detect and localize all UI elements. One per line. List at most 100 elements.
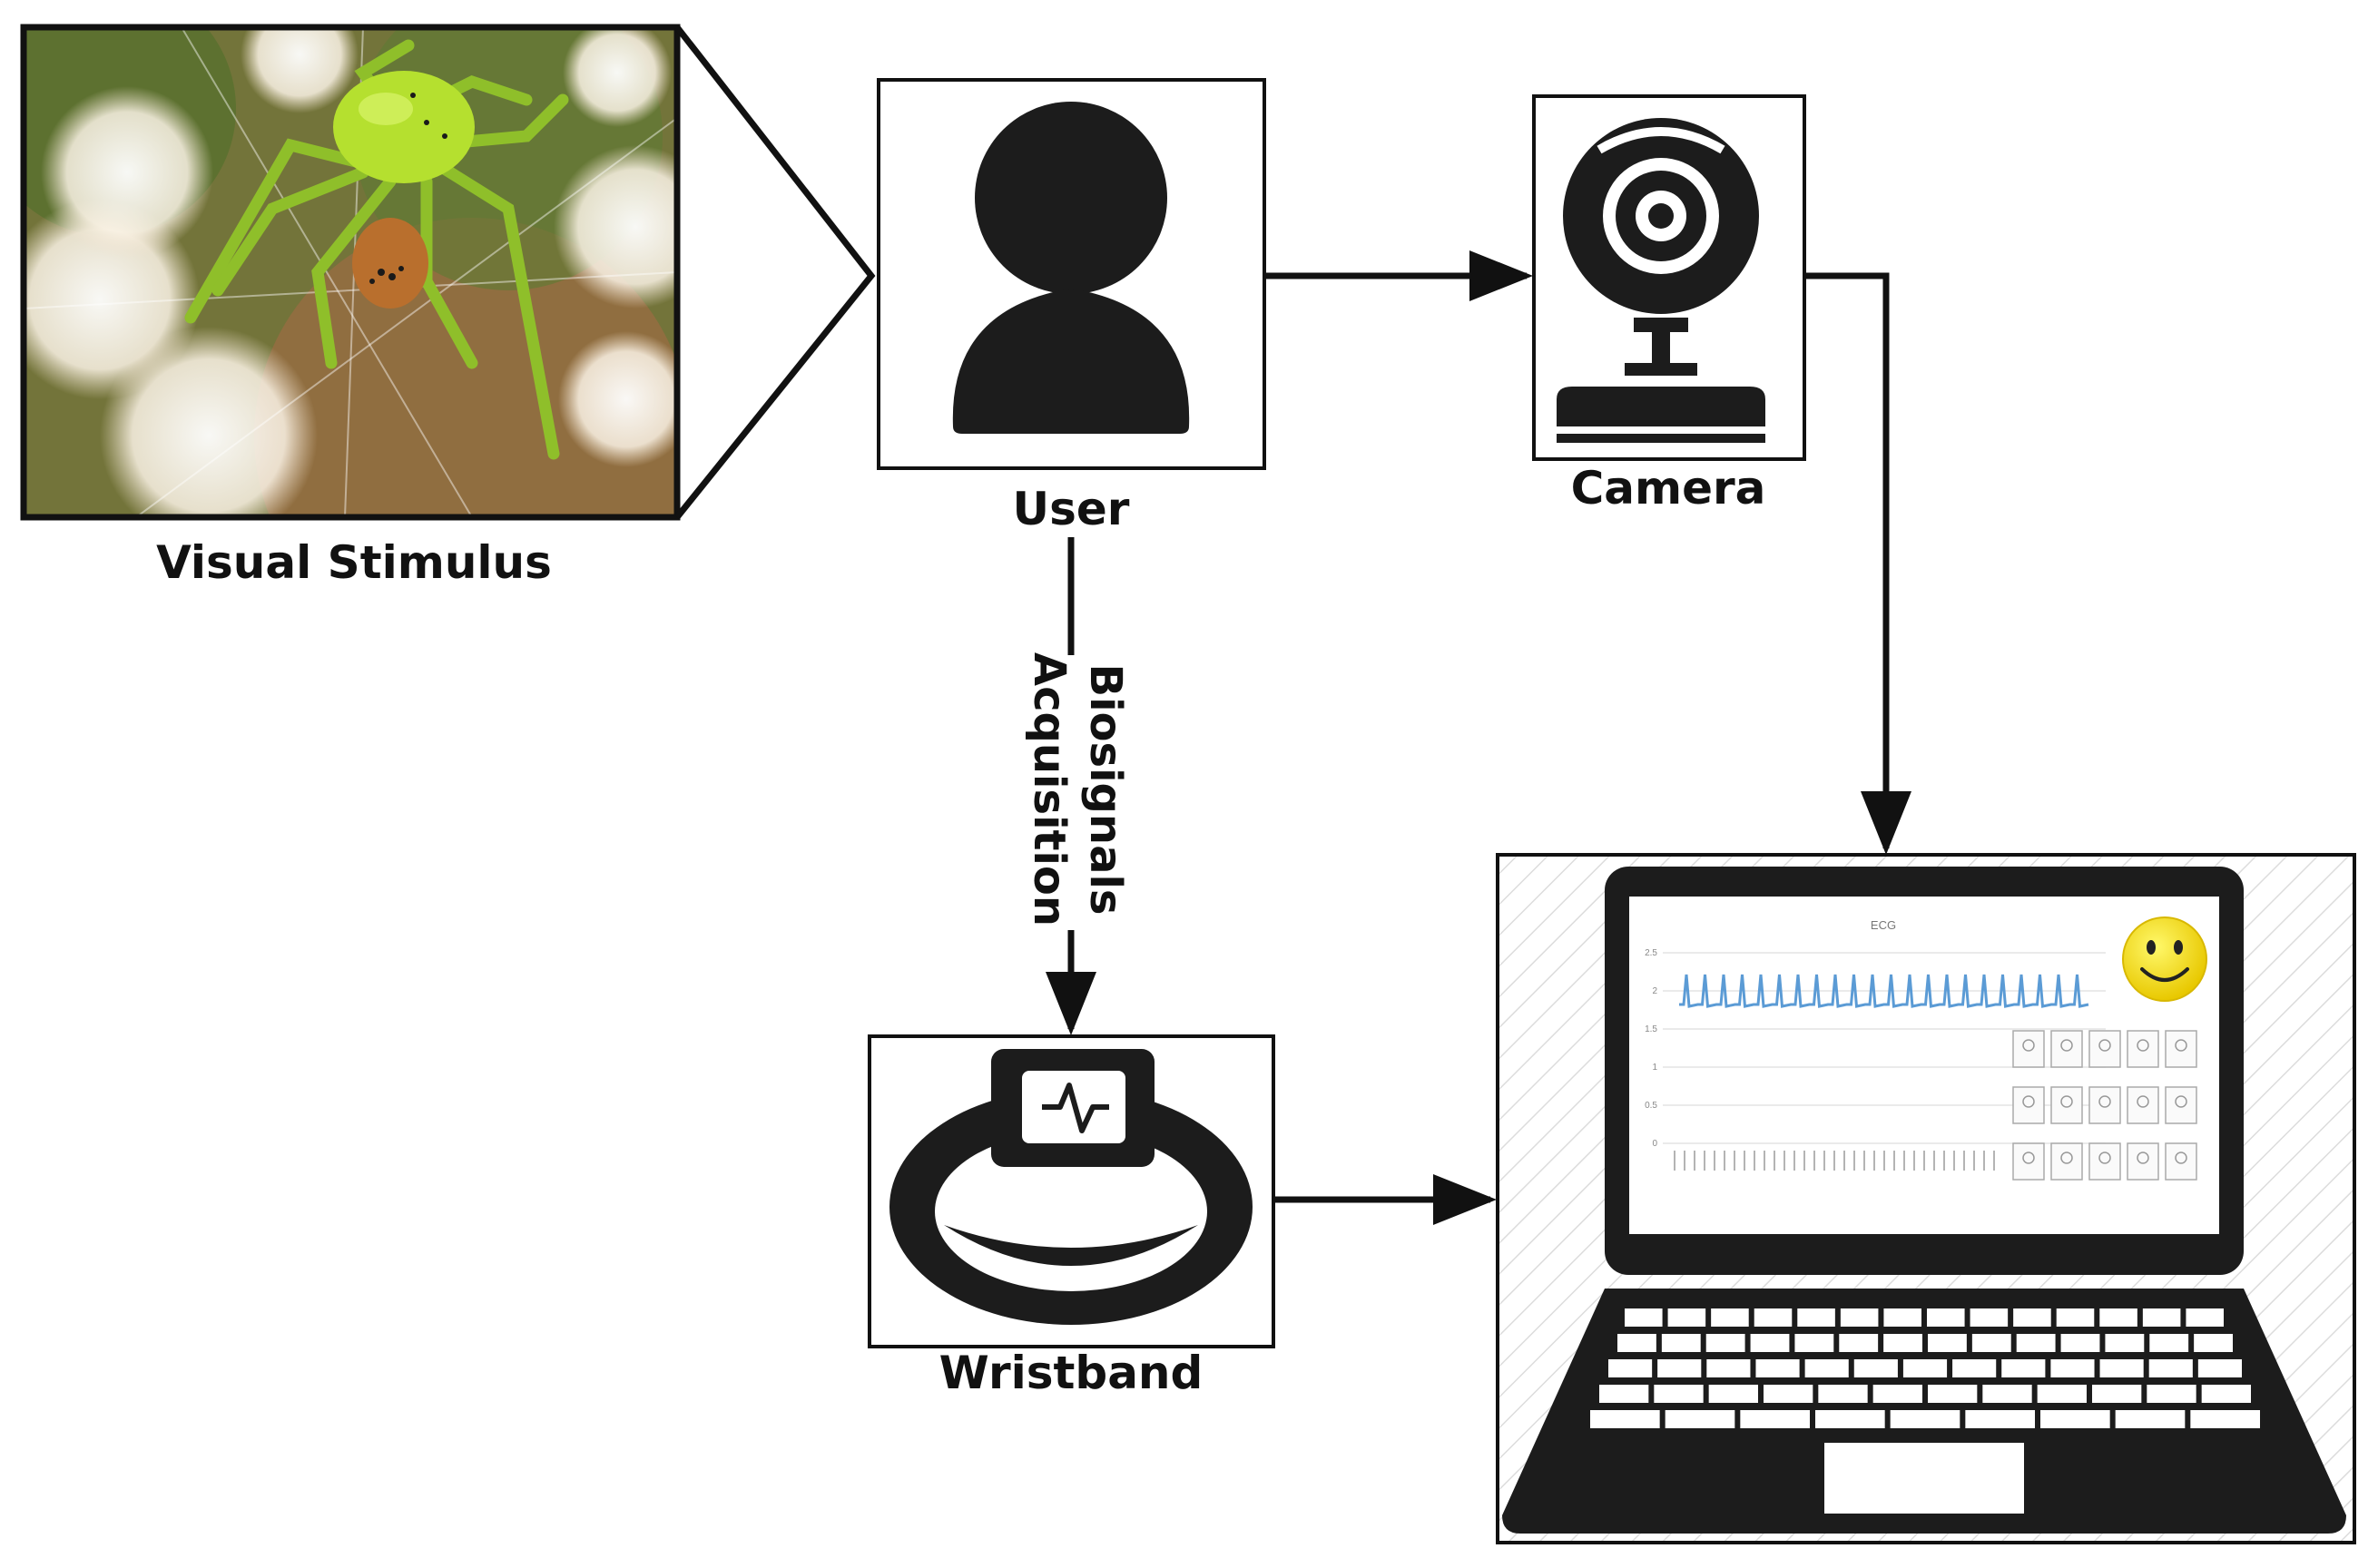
- emotion-figure-icon: [2060, 1152, 2073, 1164]
- emotion-rating-cell: [2050, 1142, 2083, 1181]
- y-tick-label: 0.5: [1645, 1101, 1657, 1111]
- keyboard-key: [1740, 1410, 1810, 1428]
- keyboard-key: [2147, 1385, 2196, 1403]
- emotion-figure-icon: [2098, 1095, 2111, 1108]
- keyboard-key: [2148, 1359, 2193, 1377]
- keyboard-key: [1928, 1334, 1967, 1352]
- emotion-figure-icon: [2022, 1039, 2035, 1052]
- emotion-figure-icon: [2175, 1039, 2187, 1052]
- keyboard-key: [2194, 1334, 2233, 1352]
- wristband-node: Wristband: [868, 1034, 1275, 1399]
- keyboard-key: [1927, 1308, 1965, 1327]
- keyboard-key: [2149, 1334, 2189, 1352]
- keyboard-key: [1902, 1359, 1948, 1377]
- smart-wristband-icon: [889, 1049, 1253, 1325]
- keyboard-key: [2197, 1359, 2242, 1377]
- keyboard-key: [1754, 1308, 1793, 1327]
- biosignals-label-line1: Biosignals: [1080, 664, 1131, 916]
- keyboard-key: [2050, 1359, 2095, 1377]
- visual-stimulus-label: Visual Stimulus: [156, 536, 552, 589]
- camera-to-laptop-arrow: [1804, 272, 1911, 855]
- emotion-figure-icon: [2060, 1039, 2073, 1052]
- emotion-rating-cell: [2088, 1142, 2121, 1181]
- stimulus-image: [24, 27, 677, 517]
- keyboard-key: [2060, 1334, 2100, 1352]
- visual-stimulus-panel: Visual Stimulus: [20, 24, 876, 589]
- keyboard-key: [1764, 1385, 1813, 1403]
- webcam-icon: [1557, 118, 1765, 443]
- keyboard-key: [1608, 1359, 1653, 1377]
- emotion-figure-icon: [2060, 1095, 2073, 1108]
- keyboard-key: [1657, 1359, 1702, 1377]
- keyboard-key: [2016, 1334, 2056, 1352]
- emotion-figure-icon: [2098, 1152, 2111, 1164]
- keyboard-key: [1794, 1334, 1834, 1352]
- keyboard-key: [1654, 1385, 1704, 1403]
- keyboard-key: [2056, 1308, 2095, 1327]
- keyboard-key: [2201, 1385, 2251, 1403]
- user-silhouette-icon: [952, 102, 1190, 434]
- emotion-figure-icon: [2137, 1152, 2149, 1164]
- keyboard-key: [1971, 1334, 2011, 1352]
- keyboard-key: [1617, 1334, 1656, 1352]
- emotion-rating-cell: [2127, 1086, 2159, 1124]
- y-tick-label: 0: [1652, 1139, 1657, 1149]
- keyboard-key: [1708, 1385, 1758, 1403]
- emotion-rating-cell: [2165, 1030, 2197, 1068]
- spider: [184, 39, 569, 460]
- emotion-figure-icon: [2137, 1039, 2149, 1052]
- emotion-rating-cell: [2088, 1086, 2121, 1124]
- emotion-figure-icon: [2175, 1152, 2187, 1164]
- keyboard-key: [1853, 1359, 1898, 1377]
- x-tick-marks: [1674, 1151, 1995, 1171]
- y-tick-label: 1.5: [1645, 1024, 1657, 1034]
- emotion-figure-icon: [2175, 1095, 2187, 1108]
- keyboard-key: [1872, 1385, 1922, 1403]
- keyboard-key: [2115, 1410, 2186, 1428]
- biosignals-acquisition-label: Biosignals Acquisition: [1024, 652, 1131, 926]
- keyboard-key: [2001, 1359, 2046, 1377]
- keyboard-key: [1705, 1334, 1745, 1352]
- keyboard-key: [1883, 1308, 1921, 1327]
- emotion-rating-cell: [2165, 1142, 2197, 1181]
- keyboard-key: [2099, 1359, 2144, 1377]
- keyboard-key: [1661, 1334, 1701, 1352]
- emotion-rating-cell: [2050, 1086, 2083, 1124]
- ecg-trace: [1679, 974, 2089, 1008]
- y-tick-label: 2: [1652, 986, 1657, 996]
- emotion-figure-icon: [2022, 1095, 2035, 1108]
- keyboard-key: [1711, 1308, 1749, 1327]
- keyboard-key: [1815, 1410, 1885, 1428]
- keyboard-key: [1839, 1334, 1879, 1352]
- emotion-rating-cell: [2127, 1142, 2159, 1181]
- keyboard-key: [1982, 1385, 2032, 1403]
- keyboard-key: [2092, 1385, 2142, 1403]
- emotion-rating-cell: [2050, 1030, 2083, 1068]
- biosignals-label-line2: Acquisition: [1024, 652, 1075, 926]
- user-label: User: [1013, 483, 1130, 535]
- keyboard-key: [2105, 1334, 2145, 1352]
- keyboard-key: [1818, 1385, 1868, 1403]
- keyboard-key: [1965, 1410, 2035, 1428]
- keyboard-key: [2037, 1385, 2087, 1403]
- user-node: User: [877, 78, 1266, 535]
- emotion-rating-cell: [2012, 1142, 2045, 1181]
- wristband-label: Wristband: [939, 1347, 1204, 1399]
- connectors: [1046, 250, 1911, 1225]
- keyboard-key: [1797, 1308, 1835, 1327]
- keyboard-key: [1625, 1308, 1663, 1327]
- emotion-figure-icon: [2098, 1039, 2111, 1052]
- emotion-rating-cell: [2012, 1086, 2045, 1124]
- laptop-node: ECG 2.5 2 1.5 1 0.5 0: [1496, 853, 2356, 1544]
- keyboard-key: [1970, 1308, 2009, 1327]
- keyboard-key: [1590, 1410, 1660, 1428]
- ecg-screen: ECG 2.5 2 1.5 1 0.5 0: [1645, 916, 2207, 1181]
- camera-label: Camera: [1571, 462, 1766, 514]
- keyboard: [1590, 1308, 2260, 1428]
- emotion-figure-icon: [2137, 1095, 2149, 1108]
- emotion-rating-cell: [2088, 1030, 2121, 1068]
- keyboard-key: [1883, 1334, 1922, 1352]
- keyboard-key: [2013, 1308, 2051, 1327]
- keyboard-key: [2186, 1308, 2224, 1327]
